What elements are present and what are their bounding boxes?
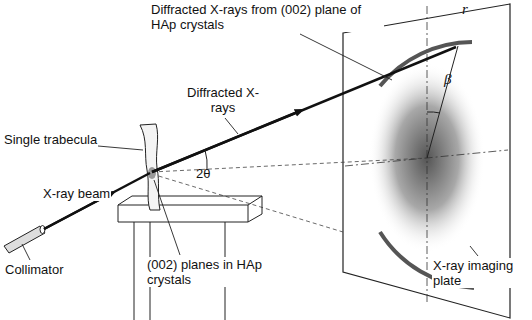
leader-line (154, 180, 180, 255)
beta-line (427, 46, 458, 158)
cone-line (152, 174, 343, 232)
part-label: (002) planes in HAp crystals (146, 257, 268, 287)
part-label: Collimator (4, 262, 65, 277)
trabecula (140, 124, 160, 210)
angle-label: β (444, 72, 451, 87)
axis-label: r (462, 2, 468, 17)
stand-top (118, 205, 248, 222)
leader-line (470, 246, 478, 256)
leader-line (225, 118, 238, 134)
beam-label: X-ray beam (42, 186, 111, 201)
part-label: Single trabecula (4, 132, 97, 147)
leader-line (22, 244, 30, 260)
leader-line (300, 34, 392, 80)
angle-label: 2θ (196, 166, 210, 181)
ray-label: Diffracted X-rays (186, 85, 260, 115)
diffracted-ray (152, 47, 456, 172)
xray-beam (44, 173, 150, 229)
collimator-end (40, 226, 45, 234)
ray-arrow (152, 111, 300, 172)
diffraction-arc (380, 42, 472, 86)
callout-label: Diffracted X-rays from (002) plane of HA… (150, 2, 384, 32)
beta-arc (427, 112, 440, 113)
leader-line (98, 146, 143, 150)
direct-beam (152, 158, 427, 172)
part-label: X-ray imaging plate (432, 258, 530, 288)
